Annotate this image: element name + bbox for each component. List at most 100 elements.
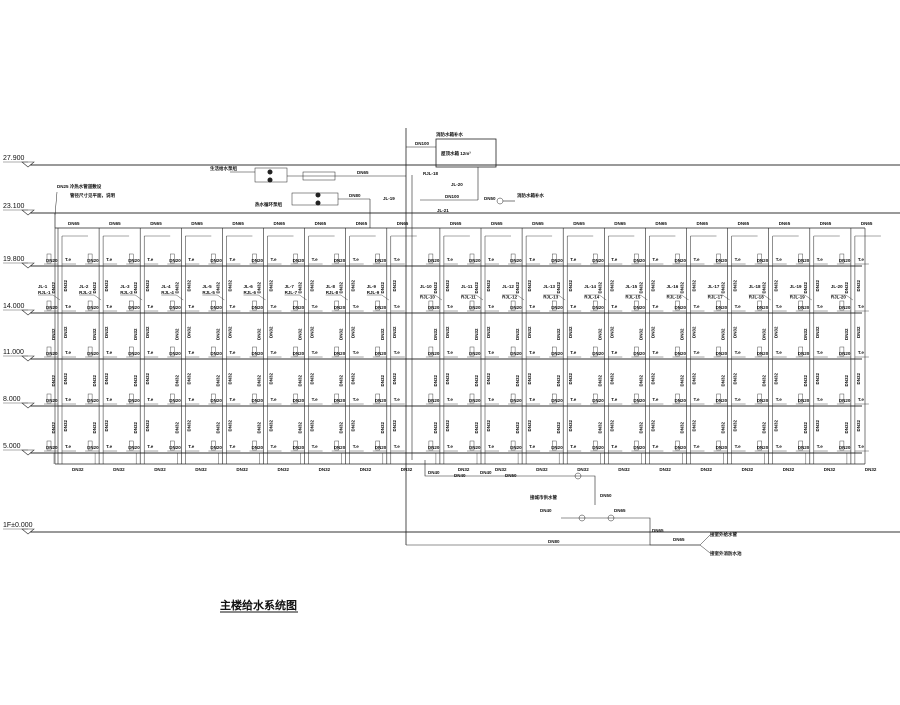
riser-size-label: DN32 [227, 279, 232, 291]
fixture-label: T.e [65, 444, 72, 449]
fixture-label: T.e [817, 444, 824, 449]
tag-leader [516, 294, 525, 301]
riser-top-label: DN65 [573, 221, 585, 226]
fixture-label: T.e [529, 304, 536, 309]
fixture-label: T.e [394, 257, 401, 262]
level-marker-icon [21, 449, 35, 456]
fixture-label: T.e [229, 444, 236, 449]
fixture-label: T.e [735, 257, 742, 262]
bottom-pipe-label: DN32 [577, 467, 589, 472]
bottom-pipe-label: DN32 [618, 467, 630, 472]
riser-size-label: DN32 [215, 374, 220, 386]
fixture-icon [469, 346, 475, 357]
fixture-label: T.e [652, 304, 659, 309]
jl21-label: JL-21 [437, 208, 449, 213]
fixture-icon [839, 300, 845, 311]
riser-size-label: DN32 [527, 372, 532, 384]
meter-icon [578, 514, 586, 522]
riser-size-label: DN32 [844, 374, 849, 386]
riser-size-label: DN32 [145, 326, 150, 338]
riser-rjl-label: RJL-9 [367, 290, 380, 295]
riser-size-label: DN32 [815, 419, 820, 431]
riser-size-label: DN32 [145, 419, 150, 431]
left-note: DN25 冷热水管道敷设 [57, 183, 102, 190]
bottom-pipe-label: DN32 [783, 467, 795, 472]
branch-label: DN20 [210, 351, 222, 356]
bottom-pipe-label: DN32 [319, 467, 331, 472]
riser-size-label: DN32 [92, 421, 97, 433]
riser-size-label: DN32 [104, 419, 109, 431]
branch-label: DN20 [210, 305, 222, 310]
branch-label: DN20 [839, 351, 851, 356]
riser-size-label: DN32 [92, 328, 97, 340]
bottom-pipe-label: DN32 [458, 467, 470, 472]
fixture-label: T.e [570, 350, 577, 355]
branch-label: DN20 [46, 445, 58, 450]
fixture-label: T.e [611, 304, 618, 309]
riser-size-label: DN32 [597, 374, 602, 386]
riser-size-label: DN32 [474, 421, 479, 433]
fixture-label: T.e [694, 350, 701, 355]
riser-size-label: DN32 [721, 374, 726, 386]
fixture-icon [375, 253, 380, 264]
branch-label: DN20 [128, 305, 140, 310]
branch-label: DN20 [633, 258, 645, 263]
riser-size-label: DN32 [433, 281, 438, 293]
fixture-label: T.e [529, 444, 536, 449]
riser-size-label: DN32 [650, 372, 655, 384]
branch-label: DN20 [87, 351, 99, 356]
tag-leader [763, 294, 771, 301]
riser-size-label: DN32 [51, 328, 56, 340]
riser-rjl-label: RJL-11 [461, 294, 476, 299]
riser-size-label: DN32 [174, 281, 179, 293]
branch-label: DN20 [839, 445, 851, 450]
branch-label: DN20 [128, 258, 140, 263]
fixture-icon [170, 440, 175, 451]
riser-rjl-label: RJL-5 [202, 290, 215, 295]
riser-size-label: DN32 [63, 279, 68, 291]
fixture-label: T.e [447, 397, 454, 402]
branch-label: DN20 [675, 351, 687, 356]
branch-label: DN20 [469, 351, 481, 356]
branch-label: DN20 [675, 398, 687, 403]
fixture-label: T.e [106, 397, 113, 402]
riser-size-label: DN32 [556, 421, 561, 433]
fixture-label: T.e [858, 257, 865, 262]
riser-size-label: DN32 [392, 326, 397, 338]
riser-size-label: DN32 [351, 372, 356, 384]
fixture-icon [675, 300, 680, 311]
fixture-icon [87, 440, 93, 451]
bottom-pipe-1 [424, 460, 596, 505]
riser-size-label: DN32 [515, 421, 520, 433]
riser-size-label: DN32 [186, 326, 191, 338]
riser-size-label: DN32 [486, 279, 491, 291]
tank-label: 屋顶水箱 12m³ [441, 150, 471, 157]
riser-size-label: DN32 [474, 281, 479, 293]
riser-jl-label: JL-15 [625, 284, 637, 289]
branch-label: DN20 [510, 258, 522, 263]
fixture-label: T.e [147, 304, 154, 309]
fixture-icon [634, 440, 639, 451]
branch-label: DN20 [757, 351, 769, 356]
riser-top-label: DN65 [191, 221, 203, 226]
fixture-label: T.e [652, 257, 659, 262]
riser-size-label: DN32 [433, 328, 438, 340]
riser-top-label: DN65 [655, 221, 667, 226]
fixture-label: T.e [694, 397, 701, 402]
fixture-label: T.e [271, 444, 278, 449]
fixture-icon [593, 393, 598, 404]
bottom-pipe-label: DN32 [495, 467, 507, 472]
fixture-icon [293, 346, 298, 357]
fixture-icon [634, 393, 639, 404]
riser-size-label: DN32 [638, 328, 643, 340]
fixture-label: T.e [188, 304, 195, 309]
fixture-icon [593, 300, 598, 311]
fixture-icon [593, 253, 598, 264]
riser-size-label: DN32 [380, 281, 385, 293]
fixture-icon [510, 346, 516, 357]
tag-leader [681, 294, 689, 301]
pump-pipe-2-label: DN80 [349, 193, 361, 198]
fixture-label: T.e [147, 397, 154, 402]
fixture-icon [252, 346, 257, 357]
leader [699, 544, 711, 554]
